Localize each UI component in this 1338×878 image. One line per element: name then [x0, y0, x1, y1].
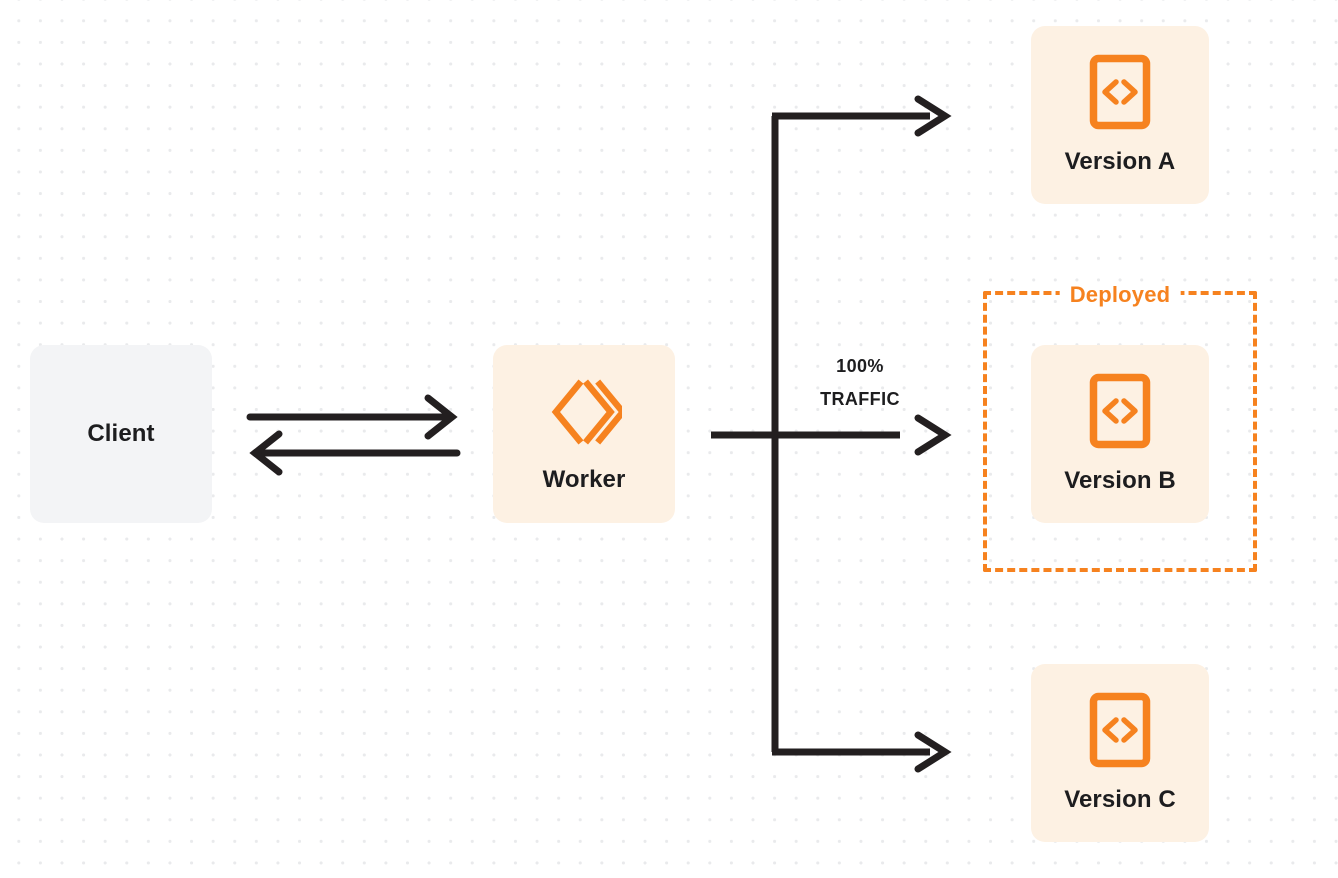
- edge-worker-to-client: [249, 430, 461, 476]
- deployed-group: Deployed: [983, 282, 1257, 572]
- edge-branch-to-version-a: [772, 95, 952, 137]
- cloudflare-workers-logo-icon: [546, 374, 627, 450]
- node-worker-label: Worker: [542, 466, 626, 493]
- node-version-a-label: Version A: [1064, 148, 1176, 175]
- code-file-icon: [1089, 54, 1151, 130]
- node-version-a[interactable]: Version A: [1031, 26, 1209, 204]
- node-worker[interactable]: Worker: [493, 345, 675, 523]
- edge-worker-to-branch-trunk: [711, 116, 900, 752]
- node-client-label: Client: [87, 420, 155, 447]
- node-version-c[interactable]: Version C: [1031, 664, 1209, 842]
- edge-client-to-worker: [246, 394, 458, 440]
- traffic-unit: TRAFFIC: [820, 389, 900, 410]
- node-version-b-label: Version B: [1064, 467, 1176, 494]
- edge-branch-to-version-b: [914, 414, 952, 456]
- edge-branch-to-version-c: [772, 731, 952, 773]
- code-file-icon: [1089, 692, 1151, 768]
- traffic-split-label: 100% TRAFFIC: [797, 350, 923, 417]
- node-client[interactable]: Client: [30, 345, 212, 523]
- node-version-c-label: Version C: [1064, 786, 1176, 813]
- code-file-icon: [1089, 373, 1151, 449]
- traffic-percent: 100%: [836, 356, 884, 376]
- node-version-b[interactable]: Version B: [1031, 345, 1209, 523]
- deployed-group-label: Deployed: [1059, 282, 1181, 308]
